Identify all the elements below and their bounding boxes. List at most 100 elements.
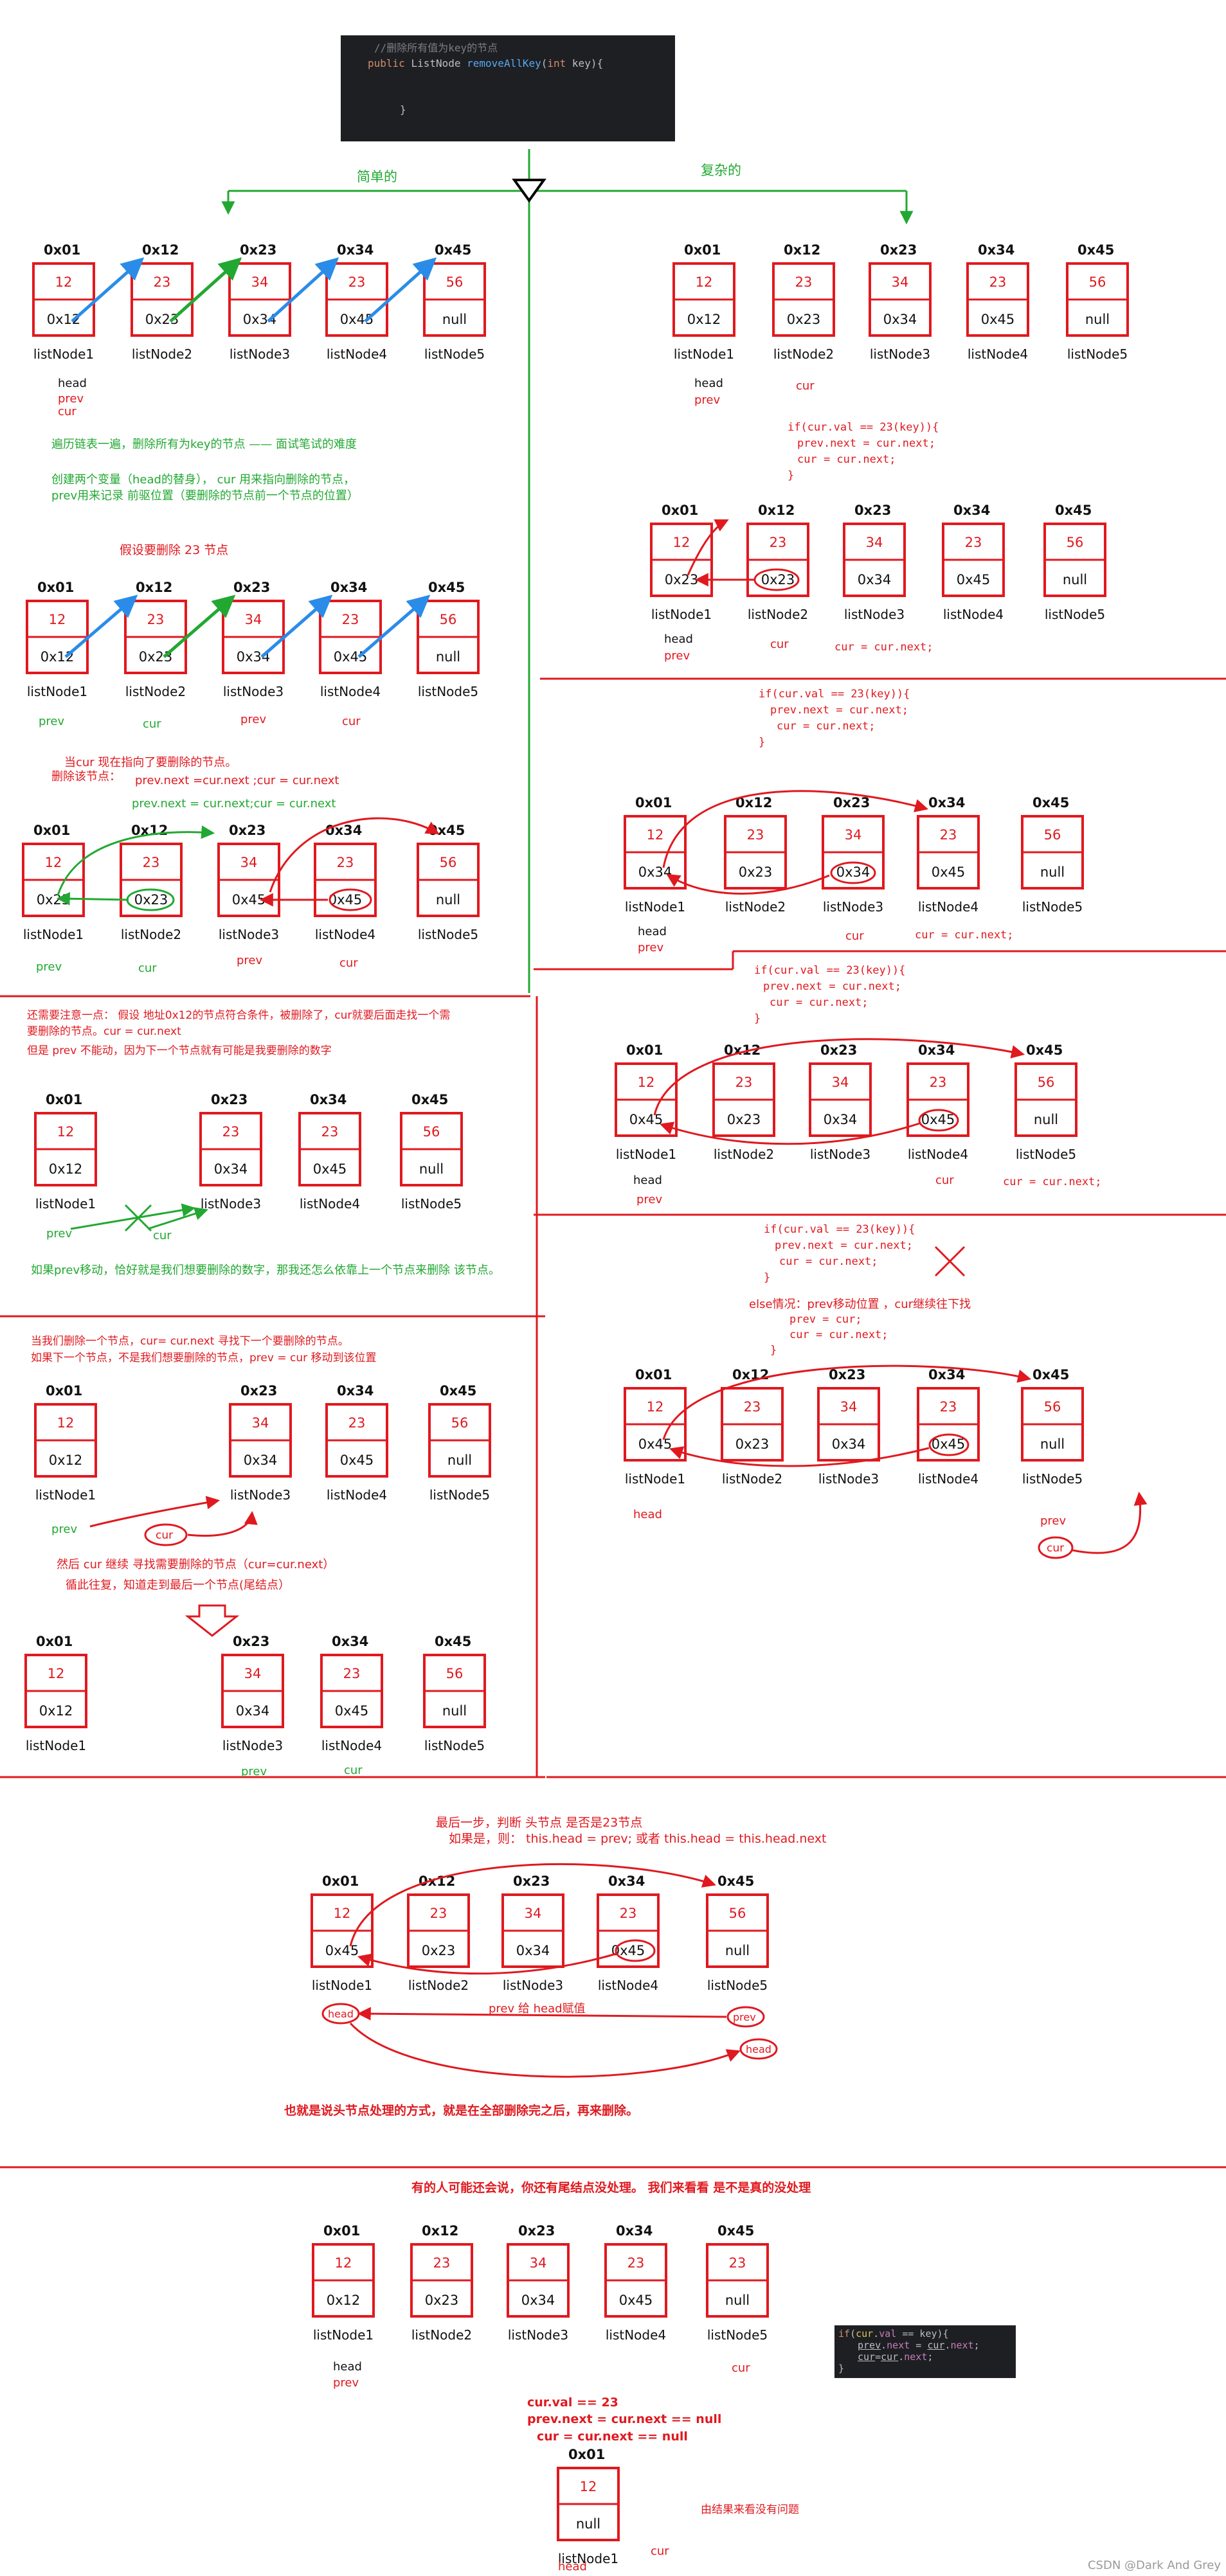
label: 循此往复，知道走到最后一个节点(尾结点）	[66, 1579, 290, 1592]
arrow-path	[1072, 1491, 1148, 1554]
node-address: 0x12	[131, 823, 168, 838]
node-name: listNode2	[132, 346, 192, 362]
node-value: 34	[244, 1666, 262, 1681]
node-value: 12	[647, 827, 664, 843]
node-name: listNode1	[558, 2551, 618, 2566]
node-address: 0x45	[411, 1092, 448, 1107]
node-value: 56	[1067, 535, 1084, 550]
arrow-path	[653, 1038, 1025, 1116]
node-address: 0x23	[880, 242, 917, 258]
label: cur	[344, 1764, 363, 1777]
node-value: 56	[1089, 274, 1106, 290]
label: else情况：prev移动位置 ，cur继续往下找	[749, 1298, 971, 1311]
node-name: listNode3	[223, 684, 284, 699]
label: prev	[46, 1227, 73, 1240]
label: 还需要注意一点： 假设 地址0x12的节点符合条件，被删除了，cur就要后面走找…	[27, 1009, 450, 1022]
label: prev.next = cur.next;	[797, 437, 935, 450]
node-next: 0x34	[836, 864, 870, 880]
node-next: 0x45	[340, 1453, 374, 1468]
label: cur	[339, 956, 358, 970]
node-address: 0x12	[422, 2223, 458, 2239]
node-name: listNode5	[424, 346, 485, 362]
label: prev.next = cur.next;	[763, 980, 901, 993]
node-next: 0x23	[139, 649, 173, 665]
node-address: 0x23	[240, 242, 276, 258]
node-name: listNode4	[320, 684, 381, 699]
node-address: 0x12	[758, 503, 795, 518]
node-next: 0x34	[824, 1112, 858, 1127]
label: }	[754, 1012, 761, 1025]
node-value: 12	[55, 274, 73, 290]
node-value: 34	[525, 1906, 542, 1921]
node-name: listNode3	[508, 2327, 568, 2343]
label: 当cur 现在指向了要删除的节点。	[64, 756, 237, 769]
label: prev	[51, 1523, 78, 1536]
label: prev	[664, 649, 690, 663]
node-name: listNode5	[424, 1738, 485, 1753]
node-name: listNode1	[27, 684, 87, 699]
label: 删除该节点：	[51, 770, 121, 783]
node-address: 0x01	[36, 1634, 73, 1649]
label: prev.next = cur.next;	[770, 704, 908, 717]
node-next: 0x34	[516, 1943, 550, 1958]
node-name: listNode4	[321, 1738, 382, 1753]
node-address: 0x34	[616, 2223, 653, 2239]
arrow-path	[666, 873, 830, 895]
node-next: 0x23	[425, 2293, 459, 2308]
node-address: 0x01	[684, 242, 721, 258]
node-next: 0x34	[832, 1436, 866, 1452]
label: head	[558, 2560, 587, 2573]
node-name: listNode4	[968, 346, 1028, 362]
node-address: 0x01	[33, 823, 70, 838]
node-next: 0x45	[957, 572, 991, 587]
node-next: null	[1040, 1436, 1065, 1452]
head-label: head	[746, 2043, 771, 2055]
label: cur	[935, 1174, 954, 1187]
prev-label: prev	[733, 2011, 756, 2023]
arrow-path	[147, 1207, 208, 1230]
node-name: listNode5	[401, 1196, 462, 1212]
node-value: 23	[147, 612, 165, 627]
node-address: 0x45	[717, 1874, 754, 1889]
node-address: 0x23	[211, 1092, 248, 1107]
code-closing-brace: }	[400, 103, 406, 116]
node-address: 0x23	[820, 1042, 857, 1058]
node-address: 0x01	[635, 795, 672, 810]
node-value: 23	[940, 1399, 957, 1415]
node-next: null	[1063, 572, 1087, 587]
label: prev	[1040, 1514, 1067, 1528]
code-line-4: }	[838, 2363, 845, 2374]
node-value: 34	[832, 1075, 849, 1090]
watermark: CSDN @Dark And Grey	[1087, 2559, 1221, 2572]
node-address: 0x34	[310, 1092, 347, 1107]
label: prev	[36, 960, 62, 974]
node-value: 23	[989, 274, 1007, 290]
prev-label: prev	[58, 392, 84, 406]
node-next: null	[1034, 1112, 1058, 1127]
node-address: 0x34	[953, 503, 990, 518]
node-name: listNode4	[908, 1147, 968, 1162]
node-address: 0x12	[136, 580, 172, 595]
label: }	[788, 469, 794, 482]
label: prev	[333, 2376, 359, 2390]
node-next: 0x34	[244, 1453, 278, 1468]
node-value: 56	[451, 1415, 469, 1431]
label: 但是 prev 不能动，因为下一个节点就有可能是我要删除的数字	[27, 1044, 332, 1057]
node-address: 0x23	[240, 1383, 277, 1399]
label: prev.next = cur.next == null	[527, 2412, 721, 2426]
next-pointer-arrow	[163, 595, 236, 658]
label: head	[333, 2360, 362, 2374]
node-next: 0x45	[619, 2293, 653, 2308]
node-next: 0x23	[37, 892, 71, 908]
node-address: 0x34	[918, 1042, 955, 1058]
node-next: null	[1085, 312, 1110, 327]
node-value: 12	[45, 855, 62, 870]
node-address: 0x45	[435, 1634, 471, 1649]
node-value: 23	[627, 2255, 645, 2271]
node-address: 0x01	[46, 1383, 82, 1399]
node-next: 0x34	[236, 1703, 270, 1719]
label: if(cur.val == 23(key)){	[764, 1223, 915, 1236]
node-value: 12	[57, 1415, 75, 1431]
node-next: 0x23	[735, 1436, 770, 1452]
node-name: listNode3	[810, 1147, 870, 1162]
